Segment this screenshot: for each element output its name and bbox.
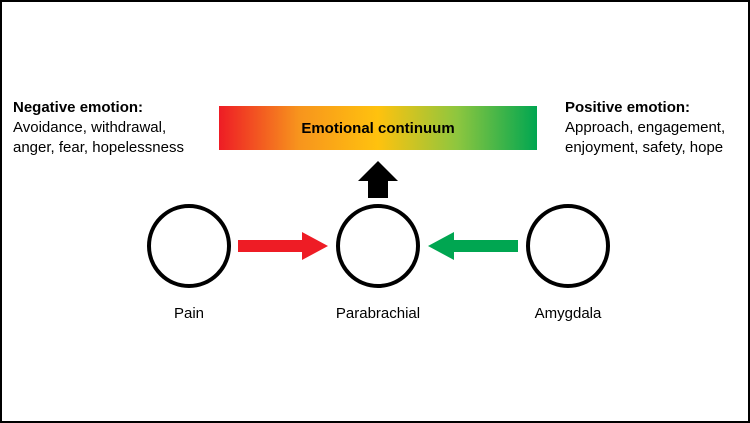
negative-emotion-title: Negative emotion: [13,99,144,116]
pain-node [147,204,231,288]
positive-emotion-title: Positive emotion: [565,99,691,116]
emotional-continuum-bar: Emotional continuum [219,106,537,150]
negative-emotion-line-1: Avoidance, withdrawal, [13,119,167,136]
negative-emotion-block: Negative emotion: Avoidance, withdrawal,… [13,98,184,158]
amygdala-node [526,204,610,288]
amygdala-to-parabrachial-arrow [428,232,518,260]
positive-emotion-line-2: enjoyment, safety, hope [565,139,724,156]
pain-to-parabrachial-arrow [238,232,328,260]
pain-label: Pain [173,305,205,322]
positive-emotion-line-1: Approach, engagement, [565,119,726,136]
positive-emotion-block: Positive emotion: Approach, engagement, … [565,98,725,158]
negative-emotion-line-2: anger, fear, hopelessness [13,139,184,156]
emotional-continuum-label: Emotional continuum [301,119,455,137]
parabrachial-to-continuum-arrow [358,161,398,198]
parabrachial-node [336,204,420,288]
amygdala-label: Amygdala [534,305,602,322]
parabrachial-label: Parabrachial [335,305,421,322]
